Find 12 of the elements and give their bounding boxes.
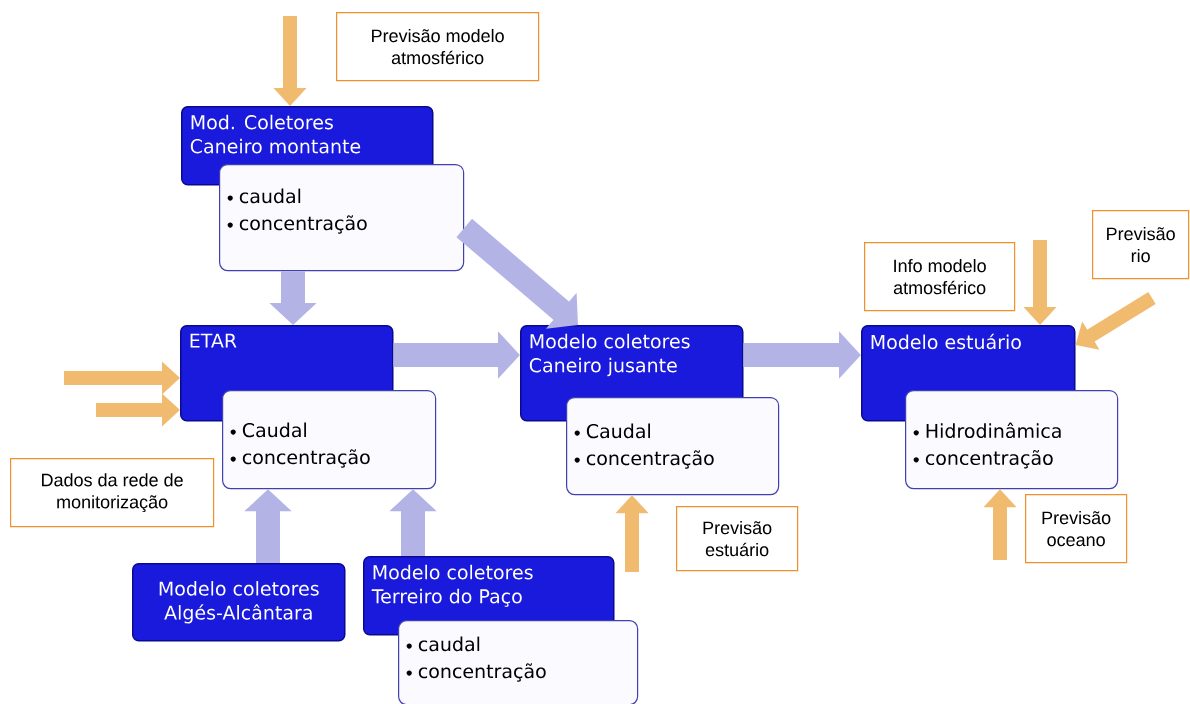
output-box: caudal concentração — [398, 620, 639, 704]
note-box: Previsão oceano — [1025, 494, 1128, 564]
note-box: Previsão modelo atmosférico — [336, 12, 540, 82]
output-box: Caudal concentração — [222, 390, 437, 490]
note-box: Previsão rio — [1092, 210, 1190, 280]
output-box: Caudal concentração — [566, 397, 780, 496]
note-box: Dados da rede de monitorização — [10, 458, 215, 528]
output-box: Hidrodinâmica concentração — [905, 390, 1119, 490]
model-box: Modelo coletores Algés-Alcântara — [132, 563, 346, 642]
note-box: Previsão estuário — [676, 506, 799, 572]
output-box: caudal concentração — [219, 164, 465, 272]
note-box: Info modelo atmosférico — [864, 242, 1016, 312]
